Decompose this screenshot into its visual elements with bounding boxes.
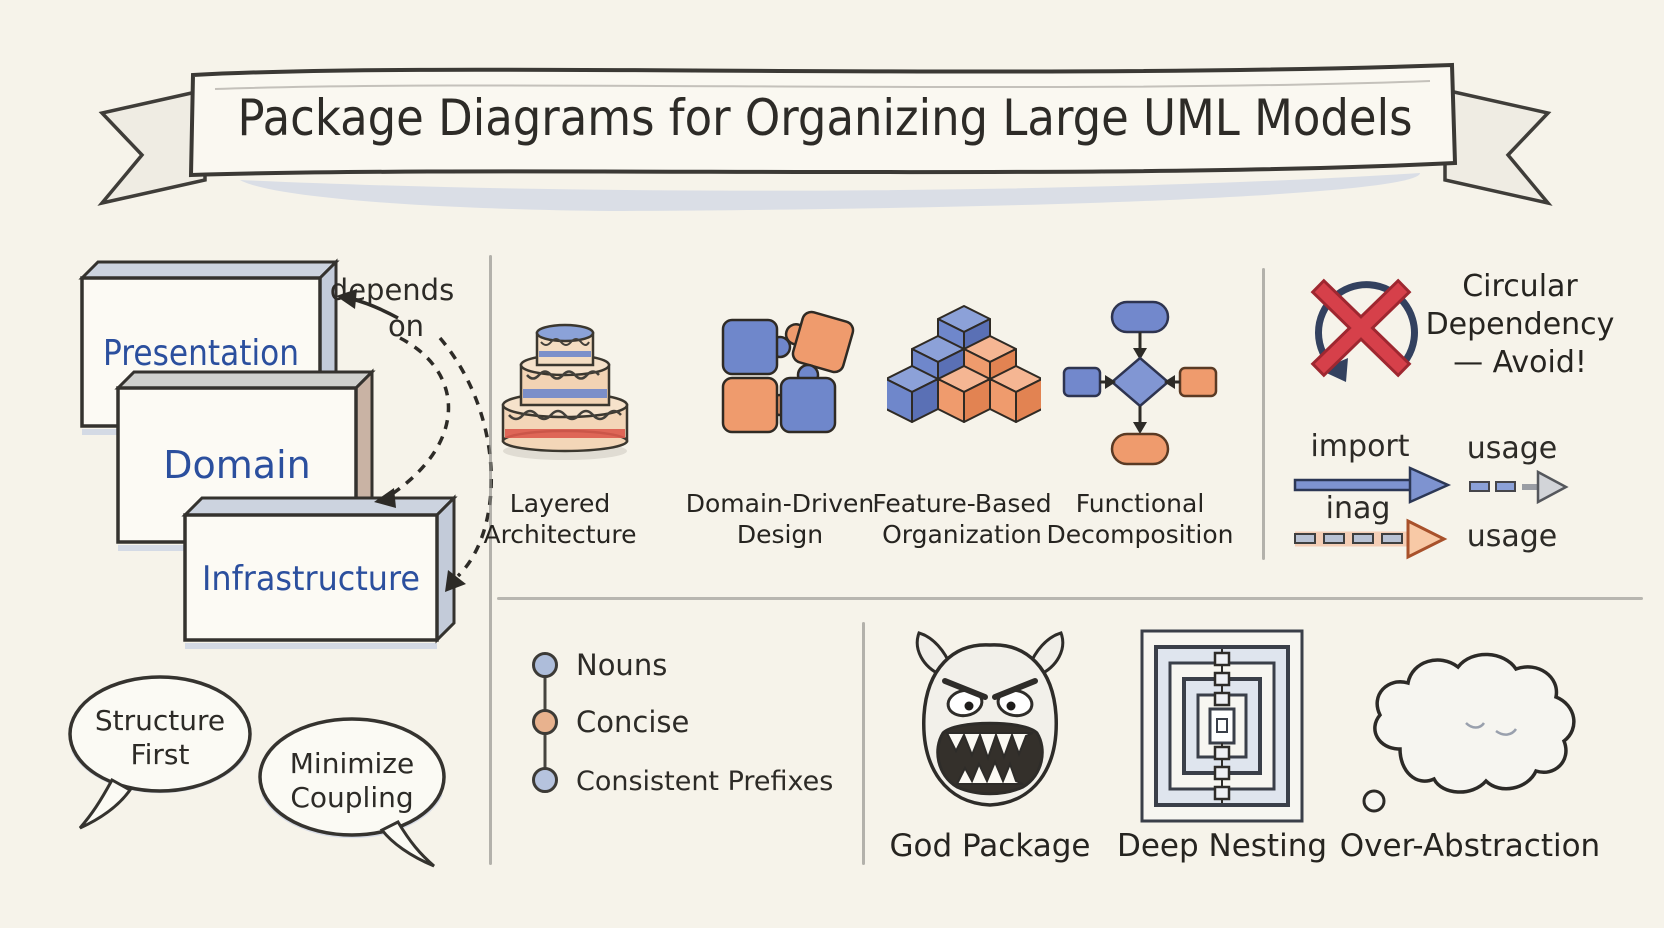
advice-bubble-minimize-coupling: Minimize Coupling [258, 717, 446, 868]
divider-bottom-vertical [862, 622, 865, 865]
import-arrow-label: import [1310, 429, 1409, 464]
pattern-label-feature-based-organization: Feature-Based Organization [872, 489, 1052, 549]
inag-dashed-orange-arrow [1294, 518, 1448, 560]
layer-stack-figure: Presentation Domain Infrastructure depen… [68, 258, 494, 868]
antipattern-label-over-abstraction: Over-Abstraction [1339, 828, 1601, 864]
red-x-mark [1310, 278, 1412, 378]
divider-right-vertical [1262, 268, 1265, 560]
usage-arrow-label: usage [1467, 431, 1558, 466]
bullet-circle-consistent-prefixes [532, 767, 558, 793]
ribbon-band [188, 62, 1458, 178]
dependency-arrow-to-presentation [336, 289, 399, 320]
ribbon-right-tail [1443, 87, 1553, 206]
monster-icon [915, 631, 1065, 807]
package-label: Domain [163, 443, 310, 487]
pattern-label-layered-architecture: Layered Architecture [483, 489, 637, 549]
nested-squares-icon [1140, 629, 1304, 823]
bubble-text-line1: Structure [95, 704, 225, 737]
ribbon-left-tail [97, 87, 207, 206]
bullet-circle-nouns [532, 652, 558, 678]
stacked-cubes-icon [887, 305, 1041, 423]
advice-bubble-structure-first: Structure First [68, 675, 252, 830]
warning-line3: — Avoid! [1453, 345, 1587, 380]
usage-arrow-label-2: usage [1467, 519, 1558, 554]
package-label: Infrastructure [202, 559, 420, 599]
inag-arrow-label: inag [1326, 491, 1391, 526]
guideline-item-concise: Concise [576, 705, 689, 739]
guideline-item-nouns: Nouns [576, 648, 667, 682]
cloud-icon [1362, 652, 1576, 813]
antipattern-label-deep-nesting: Deep Nesting [1116, 828, 1328, 864]
import-arrow [1293, 466, 1452, 504]
pattern-label-functional-decomposition: Functional Decomposition [1046, 489, 1234, 549]
ribbon-shadow [240, 173, 1420, 211]
dependency-arrow-legend: import usage inag usage [1293, 429, 1569, 560]
crossed-circle-icon [1310, 278, 1418, 382]
page-title: Package Diagrams for Organizing Large UM… [238, 89, 1413, 147]
bubble-text-line2: First [131, 738, 190, 771]
puzzle-pieces-icon [721, 310, 855, 434]
guideline-item-consistent-prefixes: Consistent Prefixes [576, 766, 833, 797]
package-box-infrastructure: Infrastructure [181, 494, 458, 649]
bubble-text-line1: Minimize [290, 747, 414, 780]
dependency-arrow-to-domain [374, 336, 451, 508]
puzzle-piece-detached [784, 310, 855, 374]
thought-dot [1362, 789, 1386, 813]
bullet-circle-concise [532, 709, 558, 735]
pattern-label-domain-driven-design: Domain-Driven Design [685, 489, 875, 549]
antipattern-label-god-package: God Package [889, 828, 1091, 864]
ribbon-pencil-line [214, 80, 1431, 90]
flowchart-icon [1062, 300, 1218, 466]
circular-dependency-warning: Circular Dependency — Avoid! [1392, 268, 1648, 382]
layered-cake-icon [501, 323, 629, 460]
title-ribbon-banner: Package Diagrams for Organizing Large UM… [97, 62, 1553, 211]
divider-left-vertical [489, 255, 492, 865]
divider-horizontal [497, 597, 1643, 600]
package-label: Presentation [103, 333, 299, 374]
naming-guidelines-list: Nouns Concise Consistent Prefixes [532, 648, 833, 797]
warning-line1: Circular [1462, 269, 1578, 304]
usage-arrow [1469, 469, 1569, 505]
bubble-text-line2: Coupling [290, 781, 413, 814]
warning-line2: Dependency [1425, 307, 1615, 342]
